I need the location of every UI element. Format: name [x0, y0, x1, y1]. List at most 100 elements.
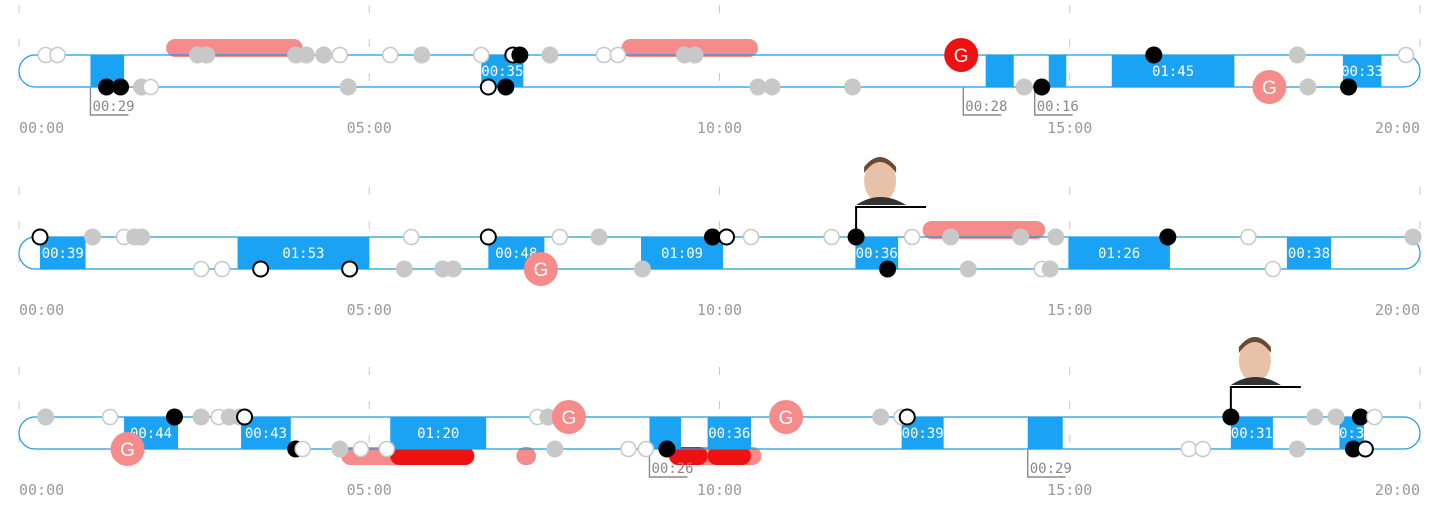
shift-segment	[1286, 237, 1332, 269]
player-photo	[854, 147, 911, 205]
penalty-shade	[390, 447, 475, 465]
photo-hair	[864, 157, 897, 173]
goal-marker: G	[110, 432, 145, 466]
event-marker-top-black	[703, 228, 721, 246]
event-marker-bottom-ring	[1180, 440, 1198, 458]
tick-label: 10:00	[697, 301, 742, 319]
event-marker-bottom-black-ring	[252, 260, 270, 278]
callout-label: 00:16	[1037, 99, 1079, 115]
event-marker-top-ring	[101, 408, 119, 426]
event-marker-bottom-black	[497, 78, 515, 96]
shift-label: 00:33	[1341, 64, 1383, 80]
callout-bracket	[648, 449, 688, 478]
photo-shirt	[1230, 377, 1281, 385]
event-marker-top-black	[166, 408, 184, 426]
event-marker-bottom-ring	[352, 440, 370, 458]
shift-label: 00:36	[856, 246, 898, 262]
photo-bracket	[1229, 386, 1301, 417]
event-marker-top-ring	[1240, 228, 1257, 246]
shift-label: 00:38	[1288, 246, 1330, 262]
event-marker-top-gray	[84, 228, 102, 246]
event-marker-top-ring	[551, 228, 569, 246]
event-marker-bottom-black-ring	[479, 78, 497, 96]
shift-label: 01:45	[1152, 64, 1194, 80]
tick-label: 15:00	[1047, 481, 1092, 499]
event-marker-bottom-gray	[1299, 78, 1317, 96]
event-marker-top-gray	[133, 228, 151, 246]
event-marker-top-gray	[198, 46, 216, 64]
event-marker-bottom-ring	[192, 260, 210, 278]
event-marker-top-black-ring	[898, 408, 916, 426]
goal-letter: G	[779, 408, 794, 429]
event-marker-bottom-gray	[1288, 440, 1306, 458]
tick-label: 10:00	[697, 119, 742, 137]
callout-label: 00:29	[1030, 461, 1072, 477]
event-marker-bottom-gray	[1041, 260, 1059, 278]
event-marker-bottom-gray	[546, 440, 564, 458]
tick-label: 05:00	[347, 301, 392, 319]
event-marker-bottom-ring	[142, 78, 159, 96]
tick-label: 05:00	[347, 119, 392, 137]
event-marker-bottom-ring	[294, 440, 311, 458]
callout-bracket	[1034, 87, 1073, 116]
shift-label: 00:39	[902, 426, 944, 442]
tick-label: 20:00	[1375, 301, 1420, 319]
event-marker-top-gray	[686, 46, 704, 64]
tick-label: 00:00	[19, 119, 64, 137]
callout-bracket	[89, 87, 129, 116]
goal-letter: G	[533, 260, 548, 281]
event-marker-top-gray	[192, 408, 210, 426]
goal-letter: G	[1262, 78, 1277, 99]
event-marker-bottom-gray	[749, 78, 767, 96]
shift-label: 01:53	[282, 246, 324, 262]
tick-label: 15:00	[1047, 119, 1092, 137]
event-marker-top-ring	[49, 46, 66, 64]
event-marker-bottom-ring	[637, 440, 655, 458]
goal-marker: G	[523, 252, 558, 286]
event-marker-bottom-gray	[331, 440, 349, 458]
callout-label: 00:29	[92, 99, 134, 115]
photo-face	[1238, 340, 1271, 382]
event-marker-bottom-gray	[959, 260, 977, 278]
event-marker-top-gray	[1327, 408, 1345, 426]
callout-bracket	[962, 87, 1002, 116]
shift-segment	[1027, 417, 1063, 449]
goal-marker: G	[944, 38, 979, 72]
penalty-shade	[707, 447, 752, 465]
event-marker-bottom-ring	[213, 260, 231, 278]
event-marker-bottom-black-ring	[341, 260, 359, 278]
event-marker-top-black-ring	[479, 228, 497, 246]
event-marker-top-gray	[541, 46, 559, 64]
event-marker-bottom-ring	[1194, 440, 1212, 458]
callout-bracket	[1027, 449, 1066, 478]
photo-face	[864, 160, 897, 202]
event-marker-bottom-gray	[395, 260, 413, 278]
tick-label: 20:00	[1375, 119, 1420, 137]
event-marker-top-black-ring	[718, 228, 736, 246]
tick-label: 10:00	[697, 481, 742, 499]
event-marker-top-ring	[903, 228, 921, 246]
event-marker-top-black	[1159, 228, 1177, 246]
event-marker-bottom-gray	[444, 260, 462, 278]
goal-circle	[110, 432, 145, 466]
event-marker-top-ring	[382, 46, 399, 64]
tick-label: 20:00	[1375, 481, 1420, 499]
event-marker-top-black-ring	[236, 408, 254, 426]
event-marker-bottom-black	[98, 78, 116, 96]
event-marker-top-gray	[315, 46, 333, 64]
shift-label: 00:35	[481, 64, 523, 80]
event-marker-top-ring	[473, 46, 490, 64]
event-marker-top-black	[1351, 408, 1369, 426]
event-marker-bottom-gray	[844, 78, 862, 96]
shift-segment	[40, 237, 86, 269]
event-marker-top-ring	[609, 46, 627, 64]
player-photo	[1228, 327, 1285, 385]
shift-label: 01:09	[661, 246, 703, 262]
event-marker-top-black	[511, 46, 529, 64]
goal-circle	[769, 400, 804, 434]
photo-bracket	[855, 206, 927, 237]
shift-segment	[1048, 55, 1067, 87]
event-marker-top-ring	[1397, 46, 1415, 64]
